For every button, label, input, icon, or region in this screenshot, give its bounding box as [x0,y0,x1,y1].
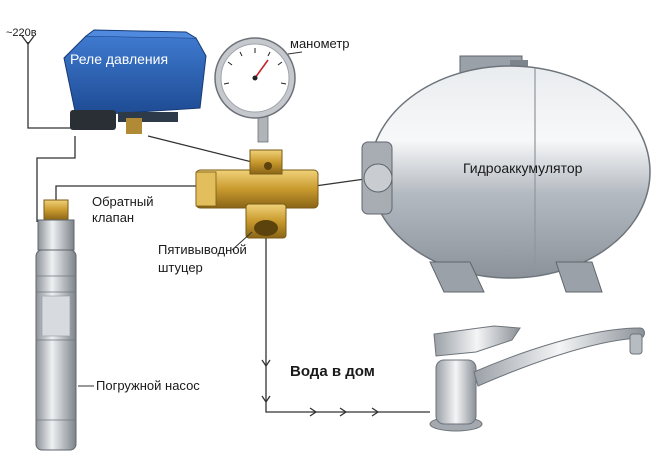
flow-arrows [261,359,380,417]
fitting-label-1: Пятивыводной [158,242,247,257]
power-label: ~220в [6,27,37,39]
relay-to-fitting-line [147,135,261,165]
arrow-right-2 [339,407,348,417]
manometer-gauge [214,37,296,143]
manometer-leader [287,51,303,55]
power-symbol [21,35,35,46]
kitchen-faucet [429,325,645,432]
house-water-line [265,232,430,413]
submersible-pump-label: Погружной насос [96,378,200,393]
accumulator-label: Гидроаккумулятор [463,160,583,176]
fitting-label-2: штуцер [158,260,203,275]
check-valve-label-1: Обратный [92,194,153,209]
manometer-label: манометр [290,36,350,51]
submersible-pump [35,199,77,451]
pump-cable [36,136,76,222]
fitting-leader [231,231,253,251]
hydro-accumulator [361,55,651,293]
pressure-relay-label: Реле давления [70,51,168,67]
five-way-fitting [195,149,319,239]
pressure-relay [63,29,207,134]
arrow-down-1 [261,359,271,368]
water-to-house-label: Вода в дом [290,363,375,380]
arrow-right-3 [371,407,380,417]
check-valve-label-2: клапан [92,210,134,225]
power-wire [27,42,80,129]
arrow-right-1 [309,407,318,417]
arrow-down-2 [261,395,271,404]
